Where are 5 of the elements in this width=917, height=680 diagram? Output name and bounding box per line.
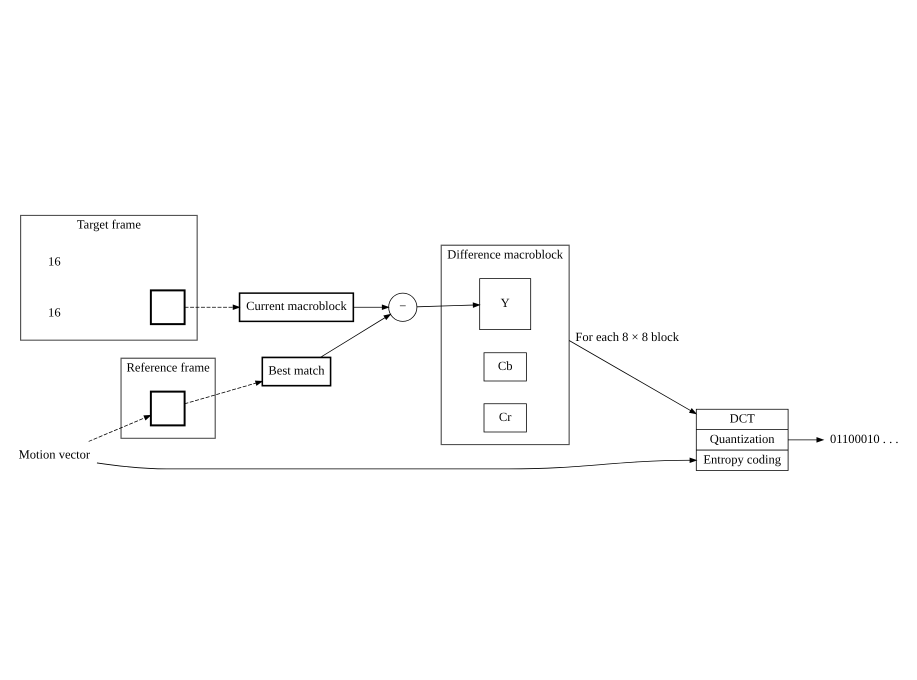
label: 16 bbox=[48, 305, 61, 320]
node-text: 01100010 . . . bbox=[830, 432, 898, 446]
label: 16 bbox=[48, 254, 61, 268]
edge-label: For each 8 × 8 block bbox=[575, 330, 680, 344]
node-text: Motion vector bbox=[18, 448, 90, 462]
